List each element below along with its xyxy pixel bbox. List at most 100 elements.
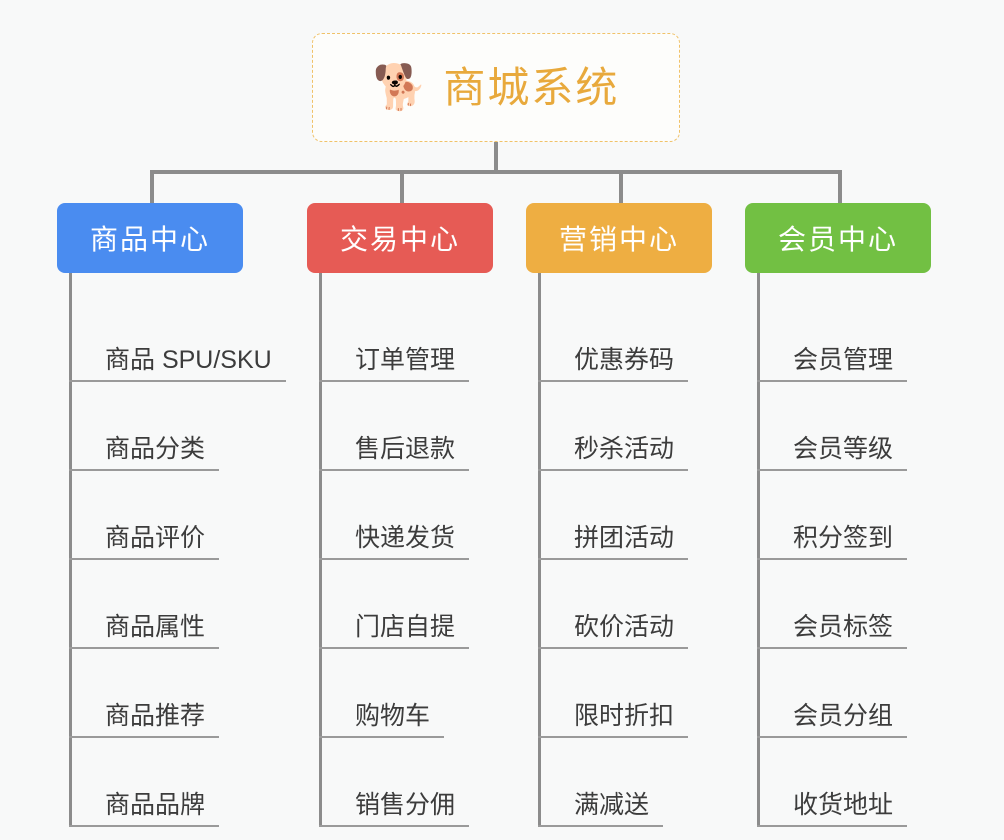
- leaf-underline: 商品评价: [69, 523, 220, 560]
- leaf-underline: 秒杀活动: [538, 434, 689, 471]
- column-header-label: 营销中心: [558, 224, 679, 255]
- column-marketing-center: 营销中心优惠券码秒杀活动拼团活动砍价活动限时折扣满减送: [526, 203, 712, 827]
- leaf-underline: 砍价活动: [538, 612, 689, 649]
- leaf-item[interactable]: 商品评价: [69, 471, 243, 560]
- shiba-dog-face-icon: 🐕: [372, 62, 428, 112]
- leaf-underline: 商品推荐: [69, 701, 220, 738]
- leaf-underline: 订单管理: [319, 345, 470, 382]
- leaf-underline: 商品属性: [69, 612, 220, 649]
- leaf-item-label: 会员等级: [793, 434, 894, 463]
- leaf-underline: 商品分类: [69, 434, 220, 471]
- leaf-item[interactable]: 拼团活动: [538, 471, 712, 560]
- leaf-item[interactable]: 购物车: [319, 649, 493, 738]
- root-node-title: 商城系统: [443, 63, 620, 111]
- leaf-item-label: 销售分佣: [355, 790, 456, 819]
- leaf-item[interactable]: 门店自提: [319, 560, 493, 649]
- leaf-item-label: 积分签到: [793, 523, 894, 552]
- leaf-item-label: 商品属性: [105, 612, 206, 641]
- connector-drop-member-center: [838, 170, 842, 203]
- leaf-item-label: 商品 SPU/SKU: [105, 345, 272, 374]
- leaf-list-marketing-center: 优惠券码秒杀活动拼团活动砍价活动限时折扣满减送: [526, 273, 712, 827]
- leaf-item[interactable]: 会员等级: [757, 382, 931, 471]
- column-product-center: 商品中心商品 SPU/SKU 商品分类商品评价商品属性商品推荐商品品牌: [57, 203, 286, 827]
- leaf-item[interactable]: 砍价活动: [538, 560, 712, 649]
- leaf-underline: 收货地址: [757, 790, 908, 827]
- leaf-item-label: 优惠券码: [574, 345, 675, 374]
- leaf-underline: 会员标签: [757, 612, 908, 649]
- leaf-item[interactable]: 会员管理: [757, 293, 931, 382]
- leaf-underline: 积分签到: [757, 523, 908, 560]
- leaf-item-label: 售后退款: [355, 434, 456, 463]
- leaf-item[interactable]: 商品 SPU/SKU: [69, 293, 286, 382]
- column-header-member-center[interactable]: 会员中心: [745, 203, 931, 273]
- leaf-item-label: 会员管理: [793, 345, 894, 374]
- leaf-list-member-center: 会员管理会员等级积分签到会员标签会员分组收货地址: [745, 273, 931, 827]
- leaf-item[interactable]: 快递发货: [319, 471, 493, 560]
- leaf-underline: 拼团活动: [538, 524, 689, 560]
- column-header-label: 会员中心: [777, 224, 898, 255]
- leaf-underline: 销售分佣: [319, 790, 470, 827]
- leaf-item-label: 商品推荐: [105, 701, 206, 730]
- column-trunk-line: [319, 273, 322, 827]
- connector-drop-product-center: [150, 170, 154, 203]
- leaf-item-label: 砍价活动: [574, 612, 675, 641]
- leaf-underline: 满减送: [538, 790, 664, 827]
- connector-drop-marketing-center: [619, 170, 623, 203]
- leaf-item[interactable]: 订单管理: [319, 293, 493, 382]
- column-header-label: 商品中心: [89, 224, 210, 255]
- leaf-item-label: 限时折扣: [574, 701, 675, 730]
- leaf-item[interactable]: 商品推荐: [69, 649, 243, 738]
- leaf-item-label: 满减送: [574, 790, 650, 819]
- leaf-item-label: 门店自提: [355, 612, 456, 641]
- leaf-underline: 商品品牌: [69, 790, 220, 827]
- leaf-item-label: 订单管理: [355, 345, 456, 374]
- leaf-item-label: 商品评价: [105, 523, 206, 552]
- leaf-underline: 购物车: [319, 701, 445, 738]
- leaf-underline: 门店自提: [319, 612, 470, 649]
- leaf-item[interactable]: 会员分组: [757, 649, 931, 738]
- leaf-item-label: 会员标签: [793, 612, 894, 641]
- leaf-item-label: 会员分组: [793, 701, 894, 730]
- column-member-center: 会员中心会员管理会员等级积分签到会员标签会员分组收货地址: [745, 203, 931, 827]
- leaf-item[interactable]: 商品分类: [69, 382, 243, 471]
- column-trade-center: 交易中心订单管理售后退款快递发货门店自提购物车销售分佣: [307, 203, 493, 827]
- root-node-shop-system[interactable]: 🐕 商城系统: [312, 33, 680, 142]
- column-trunk-line: [757, 273, 760, 827]
- leaf-item[interactable]: 商品品牌: [69, 738, 243, 827]
- leaf-underline: 会员分组: [757, 701, 908, 738]
- connector-drop-trade-center: [400, 170, 404, 203]
- column-header-label: 交易中心: [339, 224, 460, 255]
- leaf-list-product-center: 商品 SPU/SKU 商品分类商品评价商品属性商品推荐商品品牌: [57, 273, 286, 827]
- leaf-item[interactable]: 限时折扣: [538, 649, 712, 738]
- leaf-item[interactable]: 收货地址: [757, 738, 931, 827]
- leaf-item-label: 收货地址: [793, 790, 894, 819]
- leaf-item-label: 商品分类: [105, 434, 206, 463]
- leaf-item-label: 商品品牌: [105, 790, 206, 819]
- leaf-underline: 商品 SPU/SKU: [69, 345, 286, 382]
- leaf-item-label: 快递发货: [355, 523, 456, 552]
- connector-horizontal-bar: [150, 170, 842, 174]
- column-header-product-center[interactable]: 商品中心: [57, 203, 243, 273]
- leaf-item-label: 购物车: [355, 701, 431, 730]
- leaf-item[interactable]: 秒杀活动: [538, 382, 712, 471]
- column-header-trade-center[interactable]: 交易中心: [307, 203, 493, 273]
- connector-root-stem: [494, 142, 498, 174]
- column-header-marketing-center[interactable]: 营销中心: [526, 203, 712, 273]
- leaf-item[interactable]: 满减送: [538, 738, 712, 827]
- leaf-item[interactable]: 优惠券码: [538, 293, 712, 382]
- column-trunk-line: [538, 273, 541, 827]
- leaf-underline: 限时折扣: [538, 701, 689, 738]
- leaf-item[interactable]: 商品属性: [69, 560, 243, 649]
- leaf-underline: 会员等级: [757, 434, 908, 471]
- leaf-item[interactable]: 销售分佣: [319, 738, 493, 827]
- column-trunk-line: [69, 273, 72, 827]
- leaf-item[interactable]: 售后退款: [319, 382, 493, 471]
- leaf-list-trade-center: 订单管理售后退款快递发货门店自提购物车销售分佣: [307, 273, 493, 827]
- leaf-underline: 会员管理: [757, 345, 908, 382]
- leaf-underline: 售后退款: [319, 434, 470, 471]
- leaf-item[interactable]: 会员标签: [757, 560, 931, 649]
- leaf-underline: 快递发货: [319, 523, 470, 560]
- leaf-item-label: 秒杀活动: [574, 434, 675, 463]
- leaf-item[interactable]: 积分签到: [757, 471, 931, 560]
